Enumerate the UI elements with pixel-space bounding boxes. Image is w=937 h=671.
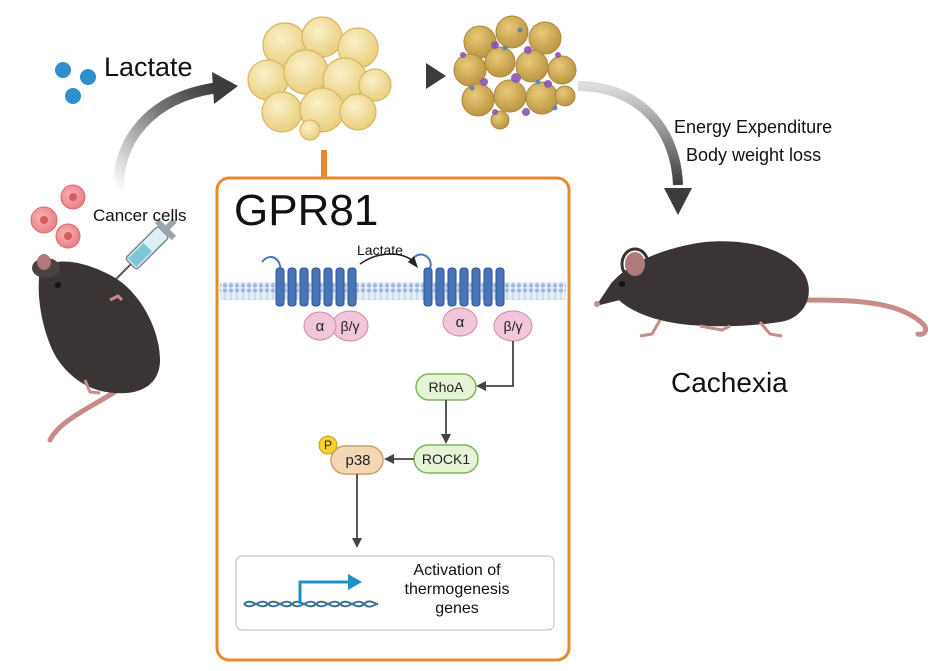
arrow-to-fat bbox=[112, 72, 238, 191]
cachexia-label: Cachexia bbox=[671, 367, 788, 398]
g-protein-active bbox=[442, 307, 533, 342]
lactate-dot bbox=[55, 62, 71, 78]
gpr81-receptor-inactive bbox=[261, 256, 357, 307]
lactate-molecules bbox=[55, 62, 96, 104]
mouse-right bbox=[594, 241, 929, 338]
mouse-left bbox=[32, 254, 160, 443]
panel-title: GPR81 bbox=[234, 186, 379, 235]
transcription-arrow-icon bbox=[298, 574, 362, 604]
activation-line-1: Activation of bbox=[413, 562, 501, 579]
phospho-label: P bbox=[323, 438, 332, 452]
activation-line-2: thermogenesis bbox=[404, 581, 510, 598]
dna-icon bbox=[243, 600, 379, 608]
g-protein-inactive bbox=[303, 310, 369, 342]
activation-text: Activation of thermogenesis genes bbox=[389, 561, 525, 618]
white-fat-cluster bbox=[247, 16, 392, 141]
beta-gamma-label-2: β/γ bbox=[503, 318, 523, 334]
alpha-label-2: α bbox=[455, 313, 465, 331]
browning-fat-cluster bbox=[453, 15, 577, 130]
rock1-label: ROCK1 bbox=[421, 451, 471, 467]
arrow-bg-to-rhoa bbox=[484, 341, 514, 387]
lactate-binding-arrow bbox=[359, 253, 418, 268]
cancer-cells-label: Cancer cells bbox=[93, 206, 187, 225]
alpha-label-1: α bbox=[315, 317, 325, 335]
arrow-to-cachexia bbox=[577, 81, 692, 215]
phospho-marker bbox=[318, 435, 338, 455]
lactate-binding-label: Lactate bbox=[357, 242, 403, 258]
cell-membrane bbox=[220, 282, 566, 300]
syringe-icon bbox=[113, 218, 177, 282]
lactate-label: Lactate bbox=[104, 52, 193, 82]
cancer-cells bbox=[30, 184, 86, 249]
p38-label: p38 bbox=[345, 451, 371, 469]
arrow-browning bbox=[395, 63, 446, 89]
gpr81-receptor-active bbox=[411, 253, 505, 307]
beta-gamma-label-1: β/γ bbox=[340, 318, 360, 334]
lactate-dot bbox=[65, 88, 81, 104]
energy-expenditure-label: Energy Expenditure bbox=[674, 117, 833, 137]
activation-box bbox=[235, 555, 555, 631]
lactate-dot bbox=[80, 69, 96, 85]
activation-line-3: genes bbox=[435, 600, 479, 617]
body-weight-loss-label: Body weight loss bbox=[686, 145, 822, 165]
rhoa-label: RhoA bbox=[428, 379, 464, 395]
